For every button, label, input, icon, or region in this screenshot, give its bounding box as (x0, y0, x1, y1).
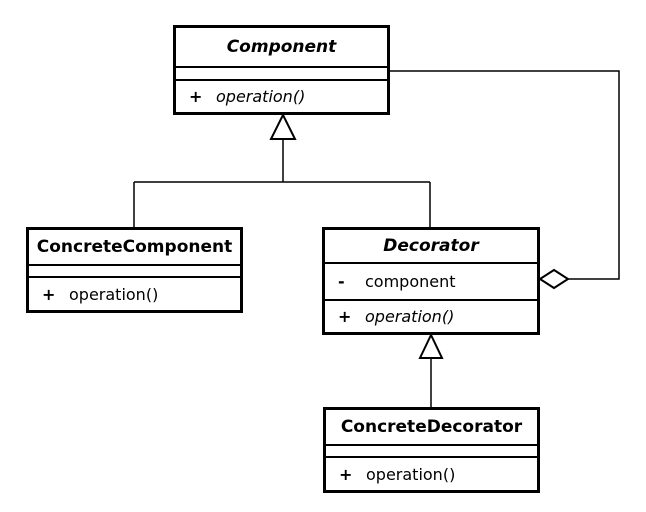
attributes-compartment (326, 446, 537, 458)
generalization-edge-to-component (133, 139, 431, 227)
attributes-compartment: - component (325, 264, 537, 301)
operations-compartment: + operation() (29, 278, 240, 310)
class-box-component: Component + operation() (173, 25, 390, 115)
operation-label: operation() (365, 307, 455, 326)
visibility-symbol: - (338, 272, 345, 291)
class-box-decorator: Decorator - component + operation() (322, 227, 540, 335)
operation-row: + operation() (29, 285, 240, 304)
operation-label: operation() (69, 284, 159, 304)
operation-row: + operation() (325, 307, 537, 326)
operation-row: + operation() (326, 465, 537, 484)
visibility-symbol: + (338, 307, 352, 326)
class-name: ConcreteDecorator (326, 410, 537, 446)
aggregation-diamond-icon (538, 268, 570, 290)
operation-row: + operation() (176, 87, 387, 106)
attribute-row: - component (325, 272, 537, 291)
class-name: Decorator (325, 230, 537, 264)
operations-compartment: + operation() (326, 458, 537, 490)
attributes-compartment (29, 266, 240, 278)
operations-compartment: + operation() (176, 81, 387, 112)
aggregation-edge (390, 70, 620, 280)
class-name: Component (176, 28, 387, 68)
attribute-label: component (365, 272, 456, 291)
generalization-arrowhead-decorator (418, 332, 444, 359)
generalization-arrowhead-component (269, 112, 297, 140)
operation-label: operation() (366, 464, 456, 484)
attributes-compartment (176, 68, 387, 81)
visibility-symbol: + (42, 284, 56, 304)
class-name: ConcreteComponent (29, 230, 240, 266)
visibility-symbol: + (339, 464, 353, 484)
class-box-concrete-decorator: ConcreteDecorator + operation() (323, 407, 540, 493)
visibility-symbol: + (189, 87, 203, 106)
class-box-concrete-component: ConcreteComponent + operation() (26, 227, 243, 313)
operation-label: operation() (216, 87, 306, 106)
operations-compartment: + operation() (325, 301, 537, 332)
